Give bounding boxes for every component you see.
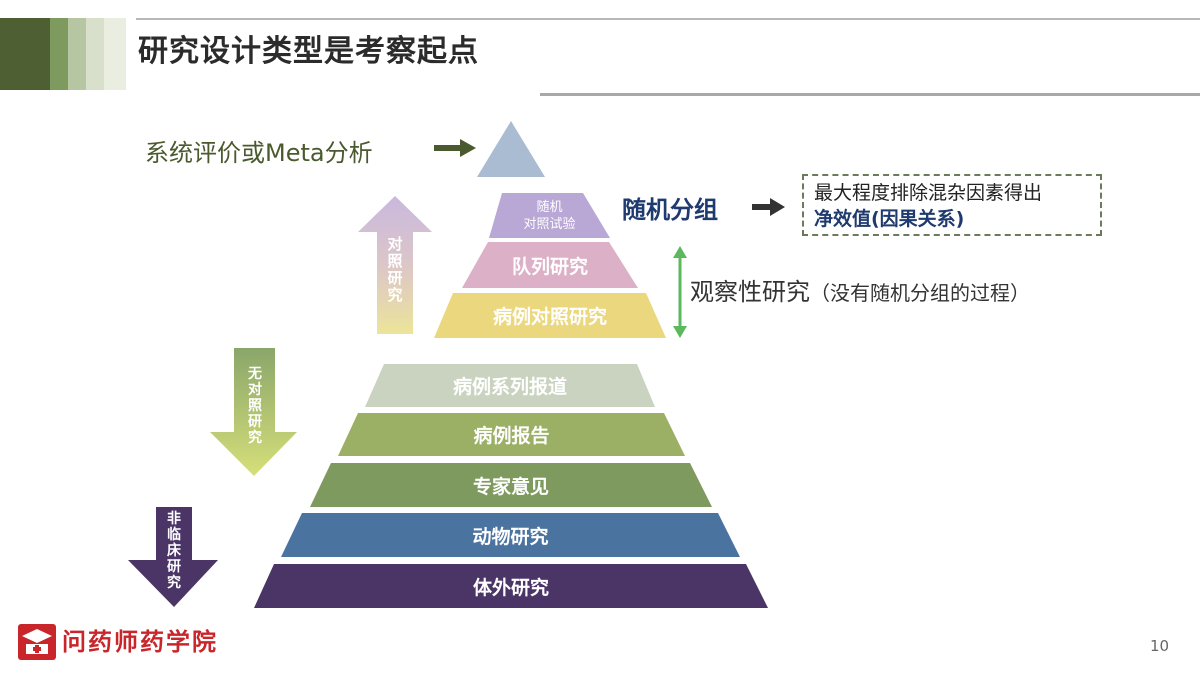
brand-name: 问药师药学院 [62, 628, 218, 656]
net-effect-line1: 最大程度排除混杂因素得出 [814, 182, 1043, 204]
random-grouping-label: 随机分组 [622, 196, 718, 224]
pyramid-level-casereport [338, 413, 685, 456]
nonclinical-study-label: 非 临 床 研 究 [167, 511, 181, 591]
pyramid-label-expert: 专家意见 [472, 475, 549, 498]
pyramid-level-caseseries [365, 364, 655, 407]
pyramid-level-expert [310, 463, 712, 507]
arrow-right-icon [434, 139, 476, 157]
header-block-3 [68, 18, 86, 90]
arrow-down-icon [128, 507, 218, 607]
header-block-4 [86, 18, 104, 90]
pyramid-label-rct: 随机 对照试验 [523, 200, 576, 232]
header-decoration [0, 18, 136, 90]
pyramid-label-casereport: 病例报告 [473, 425, 550, 447]
header-block-1 [0, 18, 50, 90]
pyramid-level-rct [489, 193, 610, 238]
pyramid-level-animal [281, 513, 740, 557]
pyramid-level-casecontrol [434, 293, 666, 338]
header-bottom-line [540, 93, 1200, 96]
brand-logo-icon [18, 624, 56, 660]
pyramid-label-caseseries: 病例系列报道 [452, 376, 567, 398]
observational-study-label: 观察性研究（没有随机分组的过程） [690, 272, 1030, 307]
uncontrolled-study-label: 无 对 照 研 究 [248, 366, 262, 446]
net-effect-line2: 净效值(因果关系) [814, 208, 965, 230]
net-effect-box: 最大程度排除混杂因素得出 净效值(因果关系) [802, 174, 1102, 236]
observational-study-note: （没有随机分组的过程） [810, 281, 1030, 305]
header-top-line [136, 18, 1200, 20]
page-title: 研究设计类型是考察起点 [138, 34, 479, 69]
pyramid-label-casecontrol: 病例对照研究 [492, 306, 607, 328]
pyramid-level-cohort [462, 242, 638, 288]
pyramid-label-animal: 动物研究 [472, 525, 549, 548]
header-block-5 [104, 18, 126, 90]
arrow-up-icon [358, 196, 432, 334]
controlled-study-label: 对 照 研 究 [387, 235, 403, 304]
observational-study-text: 观察性研究 [690, 278, 810, 306]
arrow-right-icon [752, 198, 785, 216]
pyramid-level-invitro [254, 564, 768, 608]
pyramid-label-invitro: 体外研究 [472, 576, 549, 599]
page-number: 10 [1150, 637, 1170, 655]
header-block-2 [50, 18, 68, 90]
meta-analysis-label: 系统评价或Meta分析 [145, 139, 373, 167]
arrow-down-icon [210, 348, 297, 476]
double-arrow-icon [673, 246, 687, 338]
pyramid-level-meta [477, 121, 545, 177]
pyramid-label-cohort: 队列研究 [511, 255, 588, 278]
